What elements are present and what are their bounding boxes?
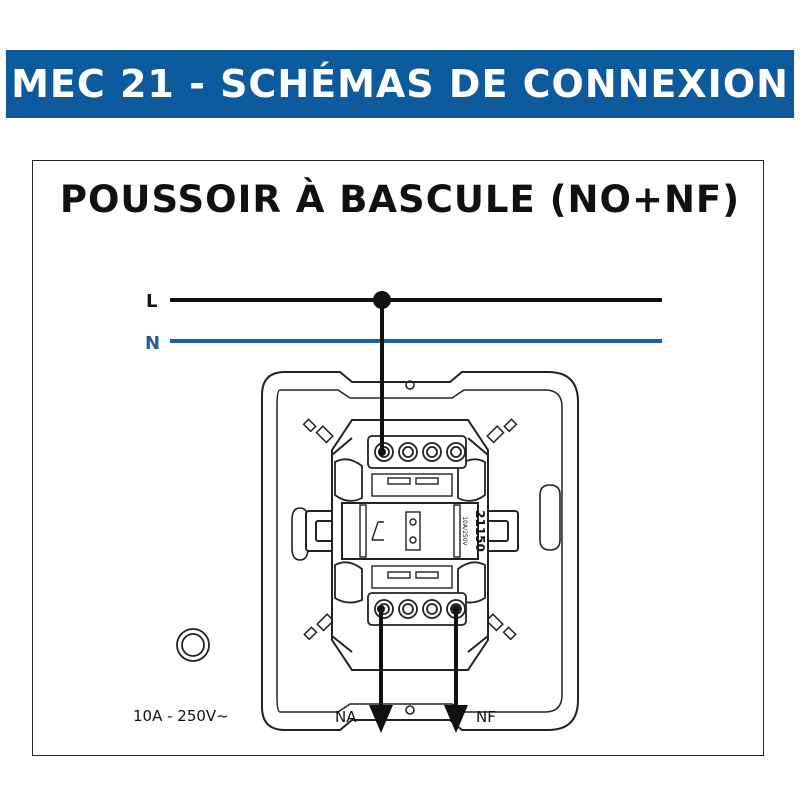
mounting-holes xyxy=(291,380,561,715)
header-banner: MEC 21 - SCHÉMAS DE CONNEXION xyxy=(6,50,794,118)
page-title: MEC 21 - SCHÉMAS DE CONNEXION xyxy=(11,62,789,106)
live-line-label: L xyxy=(146,291,157,312)
arrow-down-icon xyxy=(369,705,393,733)
live-terminal-dot xyxy=(378,448,386,456)
inner-details xyxy=(359,473,461,589)
nc-terminal-dot xyxy=(452,605,460,613)
screw-slots xyxy=(302,418,518,641)
arrow-down-icon xyxy=(444,705,468,733)
diagram-title: POUSSOIR À BASCULE (NO+NF) xyxy=(59,178,741,221)
diagram-frame xyxy=(32,160,764,756)
mounting-plate xyxy=(261,371,579,731)
ring-terminal-icon xyxy=(176,628,210,662)
junction-dot xyxy=(373,291,391,309)
device-rating-small: 10A/250V xyxy=(461,516,468,546)
nc-output-label: NF xyxy=(476,708,496,726)
device-model-label: 21150 xyxy=(473,510,487,552)
no-output-label: NA xyxy=(335,708,357,726)
neutral-line-label: N xyxy=(145,333,160,354)
gripper-jaws xyxy=(334,458,486,604)
rating-caption: 10A - 250V~ xyxy=(133,707,229,725)
no-terminal-dot xyxy=(377,605,385,613)
